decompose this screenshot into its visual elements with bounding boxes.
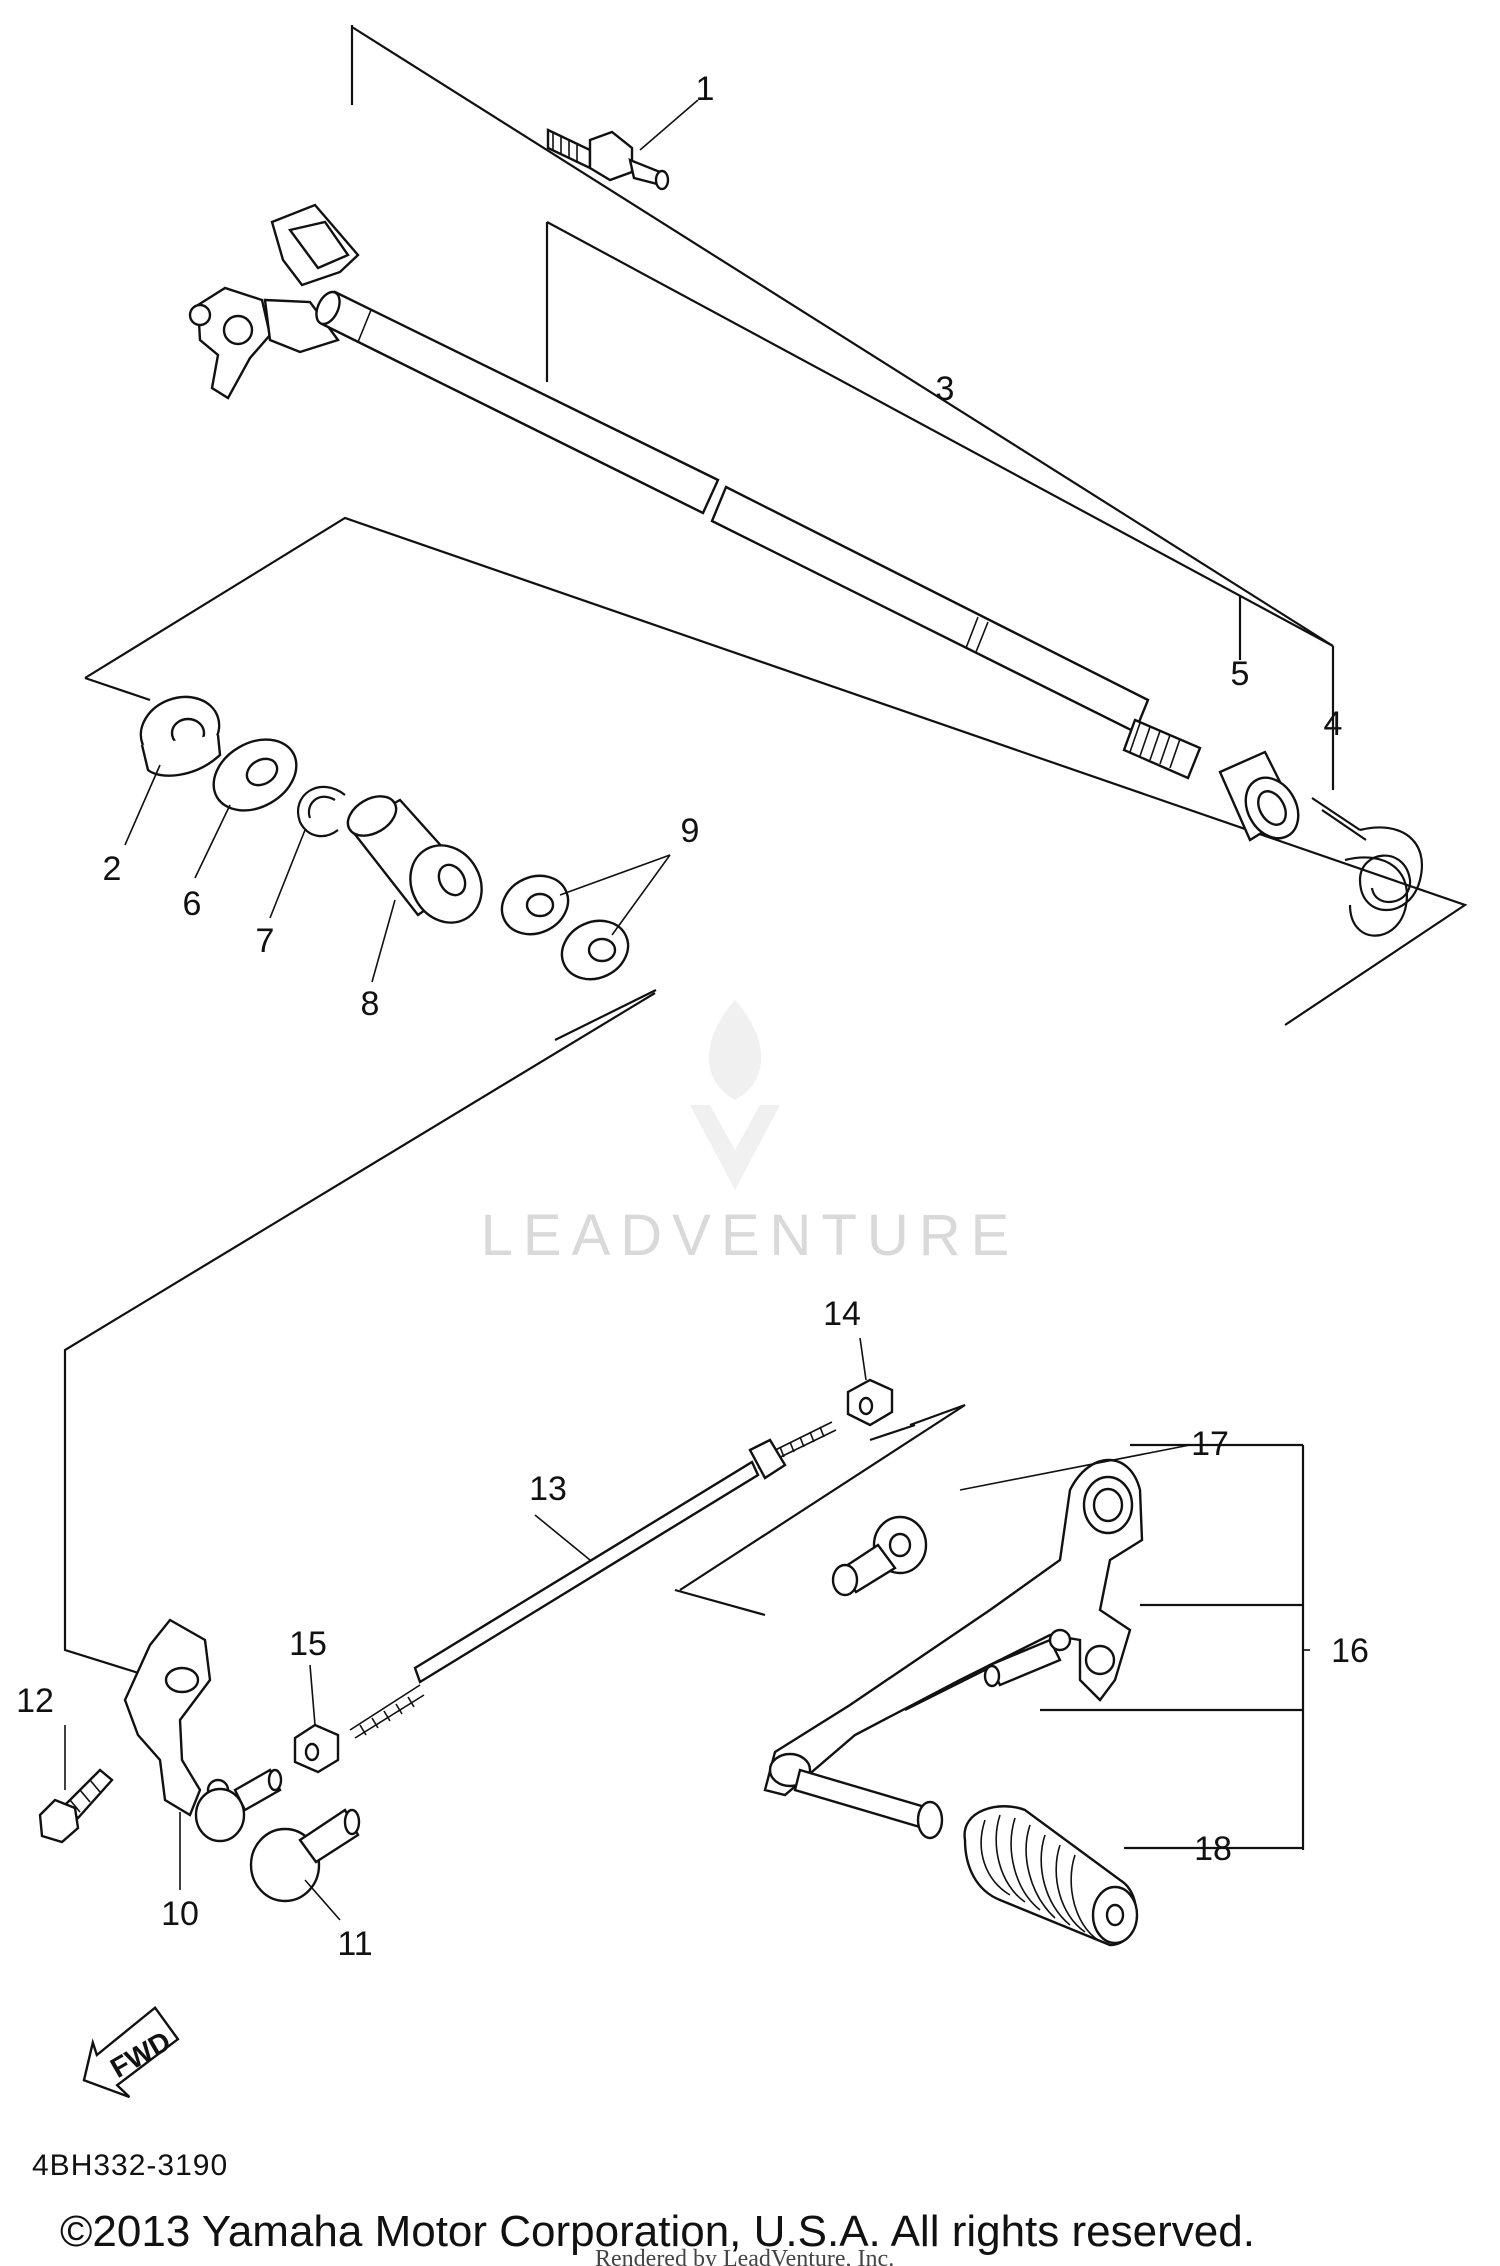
callout-2: 2 [103,850,122,888]
callout-1: 1 [696,70,715,108]
part-7-circlip [297,785,346,838]
callout-7: 7 [256,922,275,960]
part-8-collar [346,795,483,924]
part-3-shift-shaft [188,203,1202,780]
callout-9: 9 [681,812,700,850]
callout-10: 10 [161,1895,199,1933]
part-11-rod-end-a [194,1768,283,1843]
rendered-by-notice: Rendered by LeadVenture, Inc. [595,2246,894,2266]
forward-direction-arrow-icon: FWD [82,2005,180,2099]
callout-leaders [64,99,1310,1921]
group-outline-shift-shaft [350,25,1335,790]
part-15-nut [293,1723,340,1774]
callout-5: 5 [1231,655,1250,693]
part-11-rod-end-b [249,1808,361,1903]
copyright-notice: ©2013 Yamaha Motor Corporation, U.S.A. A… [60,2207,1255,2256]
part-2-oil-seal [139,695,222,777]
part-9-oil-seal-a [500,874,570,936]
callout-13: 13 [529,1470,567,1508]
callout-15: 15 [289,1625,327,1663]
callout-6: 6 [183,885,202,923]
part-13-shift-rod [349,1421,837,1739]
part-code: 4BH332-3190 [32,2149,228,2182]
part-5-bushing [1218,750,1300,842]
group-outline-linkage [63,992,1305,1850]
part-4-torsion-spring [1311,797,1423,937]
part-17-pivot-bolt [831,1515,928,1597]
part-18-pedal-rubber [963,1805,1139,1947]
callout-8: 8 [361,985,380,1023]
part-12-bolt [38,1768,114,1844]
group-outline-shaft-parts [84,516,1468,1041]
part-1-stud-bolt [546,128,670,191]
part-9-oil-seal-b [560,919,630,981]
part-10-shift-arm [123,1618,230,1817]
part-14-nut [846,1378,894,1427]
callout-14: 14 [823,1295,861,1333]
callout-18: 18 [1194,1830,1232,1868]
watermark-logo-icon [690,1000,780,1190]
callout-11: 11 [337,1925,372,1963]
callout-17: 17 [1191,1425,1229,1463]
part-16-shift-pedal [763,1458,1144,1840]
callout-3: 3 [936,370,955,408]
callout-12: 12 [16,1682,54,1720]
callout-16: 16 [1331,1632,1369,1670]
watermark-text: LEADVENTURE [481,1203,1020,1268]
part-6-washer [212,738,298,812]
callout-labels: 1 2 3 4 5 6 7 8 9 10 11 12 13 14 15 16 1… [16,70,1369,1963]
callout-4: 4 [1324,705,1343,743]
